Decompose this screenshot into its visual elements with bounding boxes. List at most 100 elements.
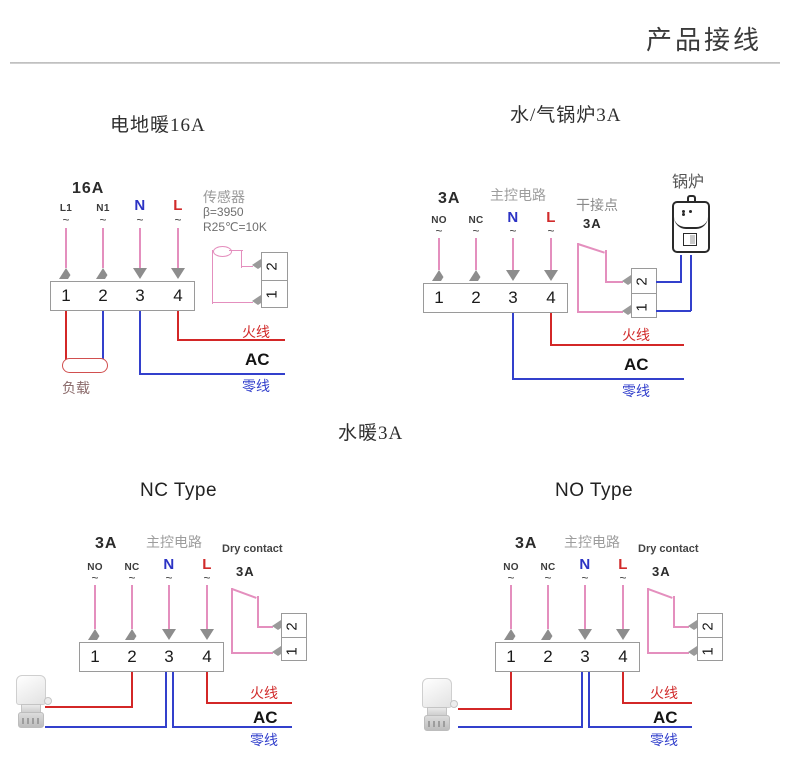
lead-wire-2 — [102, 228, 104, 268]
no-live-horz — [622, 702, 692, 704]
lead-wire-3 — [139, 228, 141, 268]
nc-actuator-valve-icon — [8, 675, 54, 733]
terminal-block-4 — [495, 642, 640, 672]
pin-tilde-n2: ~ — [509, 224, 517, 238]
terminal2-arrow-up-2 — [469, 270, 488, 281]
nc-switch-right-horz — [257, 626, 273, 628]
pin3-tilde-nc: ~ — [128, 571, 136, 585]
pin4-label-n: N — [579, 556, 591, 573]
dry-contact-left-in — [577, 311, 623, 313]
sensor-wire-left — [212, 250, 214, 304]
diagram1-rating: 16A — [72, 180, 105, 197]
dry-contact-rating-2: 3A — [583, 216, 602, 231]
terminal2-arrow-down-4 — [544, 270, 563, 289]
terminal2-arrow-up-1 — [432, 270, 451, 281]
connector-divider — [261, 280, 288, 282]
pin-label-l2: L — [546, 209, 556, 226]
nc-connector-notch-1 — [272, 646, 281, 662]
lead3-wire-4 — [206, 585, 208, 629]
terminal4-number-2: 2 — [543, 647, 553, 666]
terminal3-number-4: 4 — [202, 647, 212, 666]
nc-ac-label: AC — [253, 708, 278, 727]
terminal-arrow-down-3 — [133, 268, 152, 287]
no-connector-pin-1: 1 — [699, 647, 717, 656]
terminal-block — [50, 281, 195, 311]
no-neutral-label: 零线 — [650, 732, 678, 748]
no-switch-left-horz — [647, 652, 689, 654]
connector-notch-1 — [252, 295, 261, 311]
connector-pin-2: 2 — [263, 262, 281, 271]
no-connector-notch-1 — [688, 646, 697, 662]
dry-contact-left-lead — [577, 243, 579, 313]
lead4-wire-1 — [510, 585, 512, 629]
pin3-label-l: L — [202, 556, 212, 573]
boiler-wire-a-vert — [680, 255, 682, 282]
terminal-number-3: 3 — [135, 286, 145, 305]
lead4-wire-4 — [622, 585, 624, 629]
live2-wire-horizontal — [550, 344, 684, 346]
dry-contact-pin-1: 1 — [633, 303, 651, 312]
no-connector-pin-2: 2 — [699, 622, 717, 631]
nc-connector-divider — [281, 637, 307, 639]
nc-dry-contact-rating: 3A — [236, 564, 255, 579]
terminal2-number-4: 4 — [546, 288, 556, 307]
no-actuator-base — [424, 715, 450, 731]
terminal2-number-2: 2 — [471, 288, 481, 307]
terminal3-number-2: 2 — [127, 647, 137, 666]
no-switch-right-vert — [673, 596, 675, 628]
no-actuator-red-vert — [510, 672, 512, 710]
nc-live-horz — [206, 702, 292, 704]
no-neutral-right-horz — [588, 726, 692, 728]
no-live-label: 火线 — [650, 685, 678, 701]
live-label: 火线 — [242, 324, 270, 340]
diagram3-main-circuit-label: 主控电路 — [146, 534, 202, 550]
diagram-water-gas-boiler: 水/气锅炉3A 3A 主控电路 NO ~ NC ~ N ~ L ~ 1 2 3 … — [400, 0, 790, 410]
pin4-label-nc: NC — [540, 562, 556, 573]
terminal2-number-3: 3 — [508, 288, 518, 307]
terminal3-arrow-down-3 — [162, 629, 181, 648]
nc-actuator-red-horz — [45, 706, 133, 708]
section2-title: 水暖3A — [338, 423, 404, 444]
terminal4-arrow-down-4 — [616, 629, 635, 648]
lead3-wire-1 — [94, 585, 96, 629]
terminal-block-3 — [79, 642, 224, 672]
diagram4-rating: 3A — [515, 535, 538, 552]
nc-actuator-ear — [44, 697, 52, 705]
live2-label: 火线 — [622, 327, 650, 343]
sensor-bead-icon — [213, 246, 232, 257]
terminal-number-2: 2 — [98, 286, 108, 305]
neutral-wire-horizontal — [139, 373, 285, 375]
diagram4-main-circuit-label: 主控电路 — [564, 534, 620, 550]
terminal4-arrow-up-2 — [541, 629, 560, 640]
sensor-beta: β=3950 — [203, 205, 244, 219]
live-wire-horizontal — [177, 339, 285, 341]
dry-contact-notch-2 — [622, 275, 631, 291]
lead-wire-4 — [177, 228, 179, 268]
nc-neutral-label: 零线 — [250, 732, 278, 748]
nc-dry-contact-label: Dry contact — [222, 543, 283, 555]
diagram3-rating: 3A — [95, 535, 118, 552]
sensor-wire-top-down — [241, 250, 243, 268]
load-label: 负载 — [62, 380, 90, 396]
ac2-label: AC — [624, 355, 649, 374]
boiler-icon — [672, 195, 712, 257]
nc-connector-pin-1: 1 — [283, 647, 301, 656]
pin4-tilde-n: ~ — [581, 571, 589, 585]
pin-tilde-n: ~ — [136, 213, 144, 227]
pin-label-n: N — [134, 197, 146, 214]
pin3-tilde-no: ~ — [91, 571, 99, 585]
pin3-label-no: NO — [87, 562, 103, 573]
pin-label-nc: NC — [468, 215, 484, 226]
pin-label-no: NO — [431, 215, 447, 226]
boiler-wire-a-horz — [656, 281, 682, 283]
pin-label-n1: N1 — [96, 203, 110, 214]
no-ac-label: AC — [653, 708, 678, 727]
diagram4-title: NO Type — [555, 480, 634, 501]
boiler-handle — [687, 195, 696, 203]
pin3-tilde-l: ~ — [203, 571, 211, 585]
dry-contact-switch-arm — [577, 243, 605, 254]
dry-contact-pin-2: 2 — [633, 277, 651, 286]
terminal3-number-3: 3 — [164, 647, 174, 666]
no-switch-arm — [647, 588, 673, 599]
